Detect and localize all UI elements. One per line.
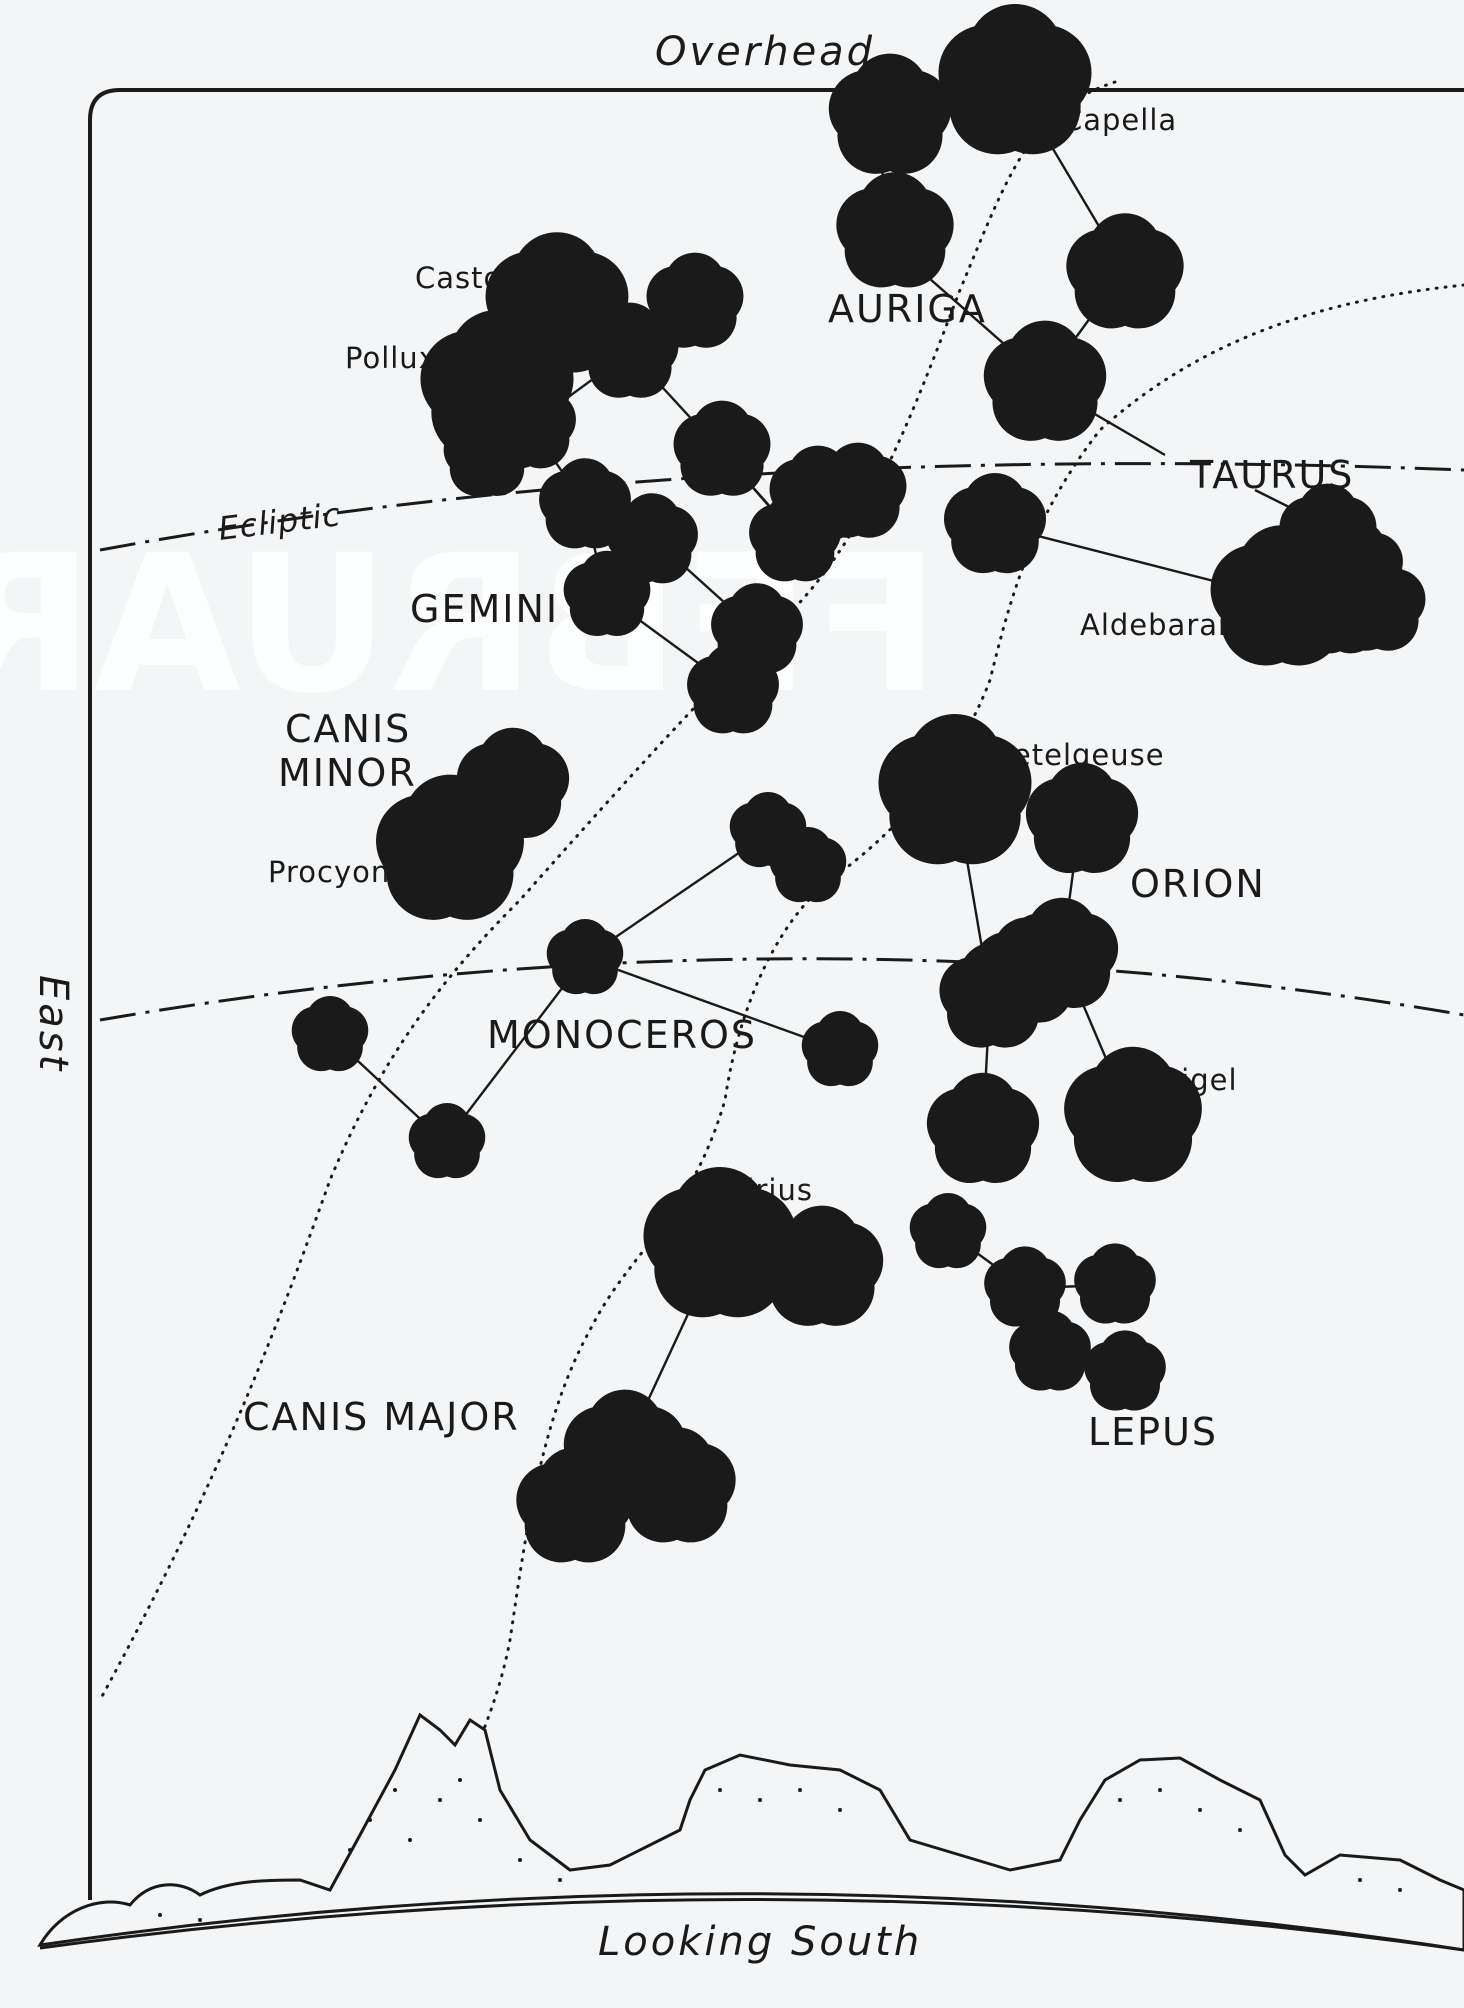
star-label-procyon: Procyon bbox=[268, 855, 390, 889]
star bbox=[934, 1217, 963, 1244]
constellation-label-canis-major: CANIS MAJOR bbox=[243, 1395, 520, 1439]
star bbox=[799, 1244, 845, 1287]
star bbox=[1359, 586, 1395, 620]
constellation-label-taurus: TAURUS bbox=[1189, 453, 1354, 497]
star bbox=[571, 943, 600, 970]
constellation-label-orion: ORION bbox=[1130, 862, 1266, 906]
star bbox=[1035, 1336, 1065, 1365]
star bbox=[635, 522, 669, 555]
star bbox=[612, 333, 648, 367]
star bbox=[794, 851, 823, 878]
star-label-rigel: Rigel bbox=[1160, 1063, 1238, 1097]
star bbox=[840, 473, 876, 507]
star bbox=[740, 612, 774, 645]
star bbox=[778, 520, 812, 553]
star bbox=[433, 1127, 462, 1154]
star-rigel bbox=[1107, 1090, 1158, 1139]
constellation-label-auriga: AURIGA bbox=[828, 287, 987, 331]
star bbox=[973, 976, 1013, 1014]
star bbox=[873, 209, 917, 251]
star bbox=[704, 431, 740, 465]
star-capella bbox=[986, 52, 1043, 106]
star bbox=[976, 505, 1014, 541]
star-label-sirius: Sirius bbox=[727, 1173, 813, 1207]
star-betelgeuse bbox=[926, 762, 983, 816]
star-procyon bbox=[422, 821, 477, 873]
celestial-equator-line bbox=[99, 957, 1464, 1022]
star bbox=[1022, 359, 1068, 402]
star bbox=[1103, 250, 1147, 292]
star bbox=[655, 1464, 699, 1506]
star-sirius bbox=[691, 1215, 748, 1269]
star bbox=[471, 438, 503, 469]
east-label: East bbox=[30, 975, 76, 1073]
star bbox=[962, 1108, 1004, 1148]
star bbox=[677, 283, 713, 317]
looking-south-label: Looking South bbox=[598, 1919, 922, 1965]
star bbox=[568, 487, 602, 520]
star bbox=[492, 763, 534, 803]
star-label-capella: Capella bbox=[1062, 103, 1177, 137]
star bbox=[591, 578, 623, 609]
star bbox=[826, 1035, 855, 1062]
sky-frame bbox=[88, 88, 1464, 1900]
star bbox=[553, 1484, 597, 1526]
star bbox=[1061, 798, 1103, 838]
constellation-label-monoceros: MONOCEROS bbox=[487, 1013, 757, 1057]
overhead-label: Overhead bbox=[655, 29, 875, 75]
star-label-castor: Castor bbox=[415, 261, 515, 295]
milky-way-boundary bbox=[98, 80, 1464, 1862]
star bbox=[716, 672, 750, 705]
star-label-pollux: Pollux bbox=[345, 341, 437, 375]
constellation-label-gemini: GEMINI bbox=[410, 587, 559, 631]
star bbox=[754, 816, 783, 843]
star-label-betelgeuse: Betelgeuse bbox=[992, 738, 1165, 772]
constellation-label-lepus: LEPUS bbox=[1088, 1410, 1218, 1454]
star bbox=[1100, 1269, 1130, 1298]
star bbox=[316, 1020, 345, 1047]
star bbox=[1010, 1272, 1040, 1301]
ecliptic-line bbox=[99, 462, 1464, 552]
star-label-aldebaran: Aldebaran bbox=[1080, 608, 1237, 642]
star bbox=[1110, 1356, 1140, 1385]
star bbox=[867, 92, 913, 135]
horizon-landscape bbox=[37, 1712, 1464, 1952]
star-castor bbox=[530, 277, 583, 328]
